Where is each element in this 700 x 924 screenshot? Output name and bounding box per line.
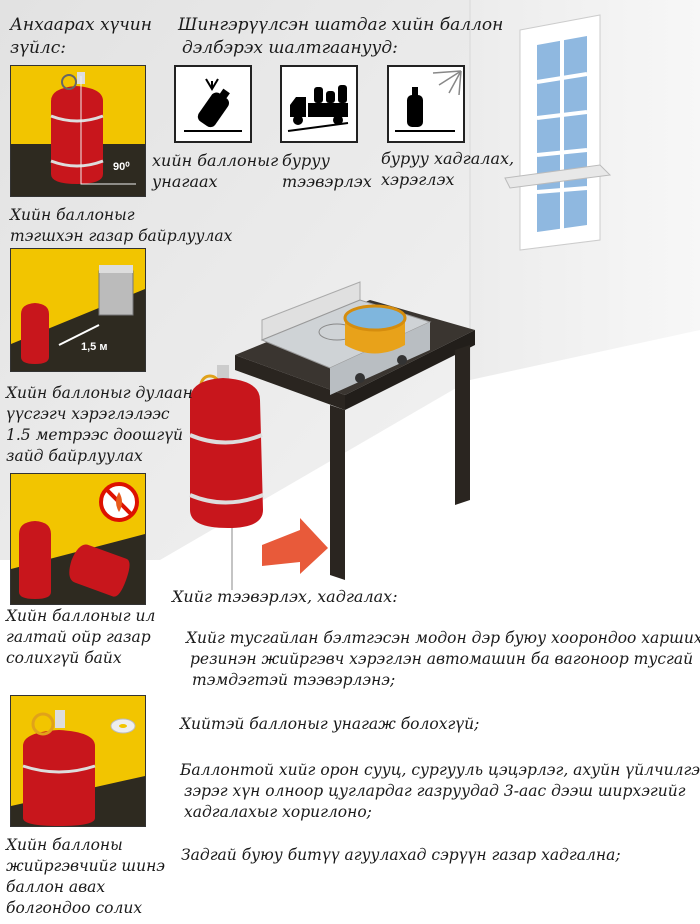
caption-line: зайд байрлуулах: [6, 447, 143, 465]
caption-line: солихгүй байх: [6, 649, 122, 667]
caption-line: үүсгэгч хэрэглэлээс: [6, 405, 170, 423]
heading-line: дэлбэрэх шалтгаанууд:: [182, 38, 398, 58]
caption-line: 1.5 метрээс доошгүй: [6, 426, 184, 444]
cause-label: хийн баллоныг унагаах: [152, 150, 278, 192]
rule-line: Хийг тусгайлан бэлтгэсэн модон дэр буюу …: [186, 629, 700, 647]
cause-label-line: буруу хадгалах,: [381, 149, 515, 168]
precautions-heading: Анхаарах хүчин зүйлс:: [10, 14, 152, 60]
caption-line: болгондоо солих: [6, 899, 143, 917]
arrow-icon: [262, 518, 328, 574]
panel-distance-from-heat: 1,5 м: [10, 248, 146, 372]
storage-heading: Хийг тээвэрлэх, хадгалах:: [172, 587, 398, 606]
rule-line: хадгалахыг хориглоно;: [184, 803, 372, 821]
panel-caption: Хийн баллоныг ил галтай ойр газар солихг…: [6, 606, 155, 669]
panel-caption: Хийн баллоны жийргэвчийг шинэ баллон ава…: [6, 835, 165, 919]
cause-label: буруу хадгалах, хэрэглэх: [381, 148, 514, 190]
truck-transport-icon: [280, 65, 358, 143]
storage-rule: Баллонтой хийг орон сууц, сургууль цэцэр…: [180, 760, 700, 823]
caption-line: тэгшхэн газар байрлуулах: [10, 227, 233, 245]
rule-line: Баллонтой хийг орон сууц, сургууль цэцэр…: [180, 761, 700, 779]
caption-line: Хийн баллоны: [6, 836, 123, 854]
panel-caption: Хийн баллоныг дулаан үүсгэгч хэрэглэлээс…: [6, 383, 193, 467]
cause-label: буруу тээвэрлэх: [282, 150, 372, 192]
storage-rule: Хийг тусгайлан бэлтгэсэн модон дэр буюу …: [186, 628, 700, 691]
panel-no-open-fire: [10, 473, 146, 605]
cause-label-line: унагаах: [152, 172, 218, 191]
rule-line: резинэн жийргэвч хэрэглэн автомашин ба в…: [190, 650, 694, 668]
cause-label-line: тээвэрлэх: [282, 172, 372, 191]
caption-line: баллон авах: [6, 878, 106, 896]
dropping-cylinder-icon: [174, 65, 252, 143]
cause-label-line: хийн баллоныг: [152, 151, 279, 170]
rule-line: зэрэг хүн олноор цуглардаг газруудад 3-а…: [184, 782, 686, 800]
pot: [343, 304, 407, 354]
panel-replace-gasket: [10, 695, 146, 827]
storage-rule: Задгай буюу битүү агуулахад сэрүүн газар…: [181, 845, 621, 866]
caption-line: жийргэвчийг шинэ: [6, 857, 165, 875]
panel-level-ground: 90⁰: [10, 65, 146, 197]
distance-label: 1,5 м: [81, 341, 108, 353]
panel-caption: Хийн баллоныг тэгшхэн газар байрлуулах: [10, 205, 232, 247]
heading-line: зүйлс:: [10, 38, 66, 58]
causes-heading: Шингэрүүлсэн шатдаг хийн баллон дэлбэрэх…: [178, 14, 503, 60]
rule-line: Задгай буюу битүү агуулахад сэрүүн газар…: [181, 846, 621, 864]
caption-line: Хийн баллоныг: [10, 206, 135, 224]
heading-line: Шингэрүүлсэн шатдаг хийн баллон: [178, 15, 504, 35]
cause-label-line: буруу: [282, 151, 330, 170]
rule-line: тэмдэгтэй тээвэрлэнэ;: [192, 671, 396, 689]
rule-line: Хийтэй баллоныг унагаж болохгүй;: [180, 715, 480, 733]
gas-cylinder: [189, 365, 264, 590]
sun-heat-icon: [387, 65, 465, 143]
caption-line: Хийн баллоныг дулаан: [6, 384, 193, 402]
window: [504, 14, 612, 251]
caption-line: галтай ойр газар: [6, 628, 151, 646]
caption-line: Хийн баллоныг ил: [6, 607, 156, 625]
cause-label-line: хэрэглэх: [381, 170, 455, 189]
heading-line: Анхаарах хүчин: [10, 15, 152, 35]
storage-rule: Хийтэй баллоныг унагаж болохгүй;: [180, 714, 479, 735]
angle-label: 90⁰: [113, 161, 130, 173]
